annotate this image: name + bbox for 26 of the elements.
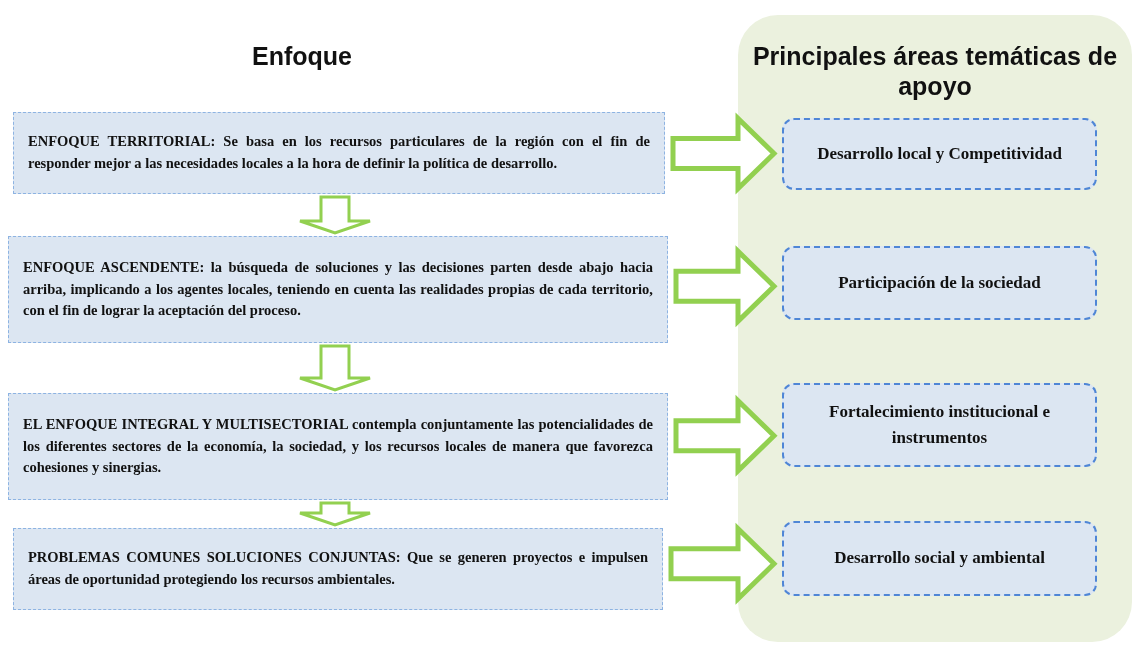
box-text: ENFOQUE TERRITORIAL: Se basa en los recursos particulares de la región con el fin de responder mejor a las necesidades locales a la hora de definir la política de desarrollo. <box>28 132 650 173</box>
theme-box <box>782 246 1097 320</box>
block-arrow <box>298 344 372 392</box>
approach-box <box>8 393 668 500</box>
block-arrow <box>670 112 778 195</box>
block-arrow <box>668 522 778 605</box>
panel-background <box>738 15 1132 642</box>
box-text: EL ENFOQUE INTEGRAL Y MULTISECTORIAL contempla conjuntamente las potencialidades de los diferentes sectores de la economía, la sociedad, y los recursos locales de manera que favorezca cohesiones y sinergias. <box>23 414 653 478</box>
approach-box <box>13 528 663 610</box>
box-text: Desarrollo local y Competitividad <box>817 142 1062 165</box>
block-arrow <box>673 394 778 477</box>
theme-box <box>782 118 1097 190</box>
box-text: PROBLEMAS COMUNES SOLUCIONES CONJUNTAS: Que se generen proyectos e impulsen áreas de oportunidad protegiendo los recursos ambientales. <box>28 548 648 589</box>
approach-box <box>13 112 665 194</box>
panel-heading: Principales áreas temáticas de apoyo <box>751 41 1119 101</box>
box-text: Desarrollo social y ambiental <box>834 547 1045 570</box>
block-arrow <box>298 195 372 235</box>
block-arrow <box>673 245 778 328</box>
theme-box <box>782 521 1097 596</box>
block-arrow <box>298 501 372 527</box>
theme-box <box>782 383 1097 467</box>
column-heading: Enfoque <box>252 42 352 71</box>
box-text: ENFOQUE ASCENDENTE: la búsqueda de soluciones y las decisiones parten desde abajo hacia arriba, implicando a los agentes locales, teniendo en cuenta las realidades propias de cada territorio, con el fin de lograr la aceptación del proceso. <box>23 257 653 321</box>
box-text: Fortalecimiento institucional e instrumentos <box>828 400 1051 449</box>
box-text: Participación de la sociedad <box>838 271 1041 294</box>
approach-box <box>8 236 668 343</box>
